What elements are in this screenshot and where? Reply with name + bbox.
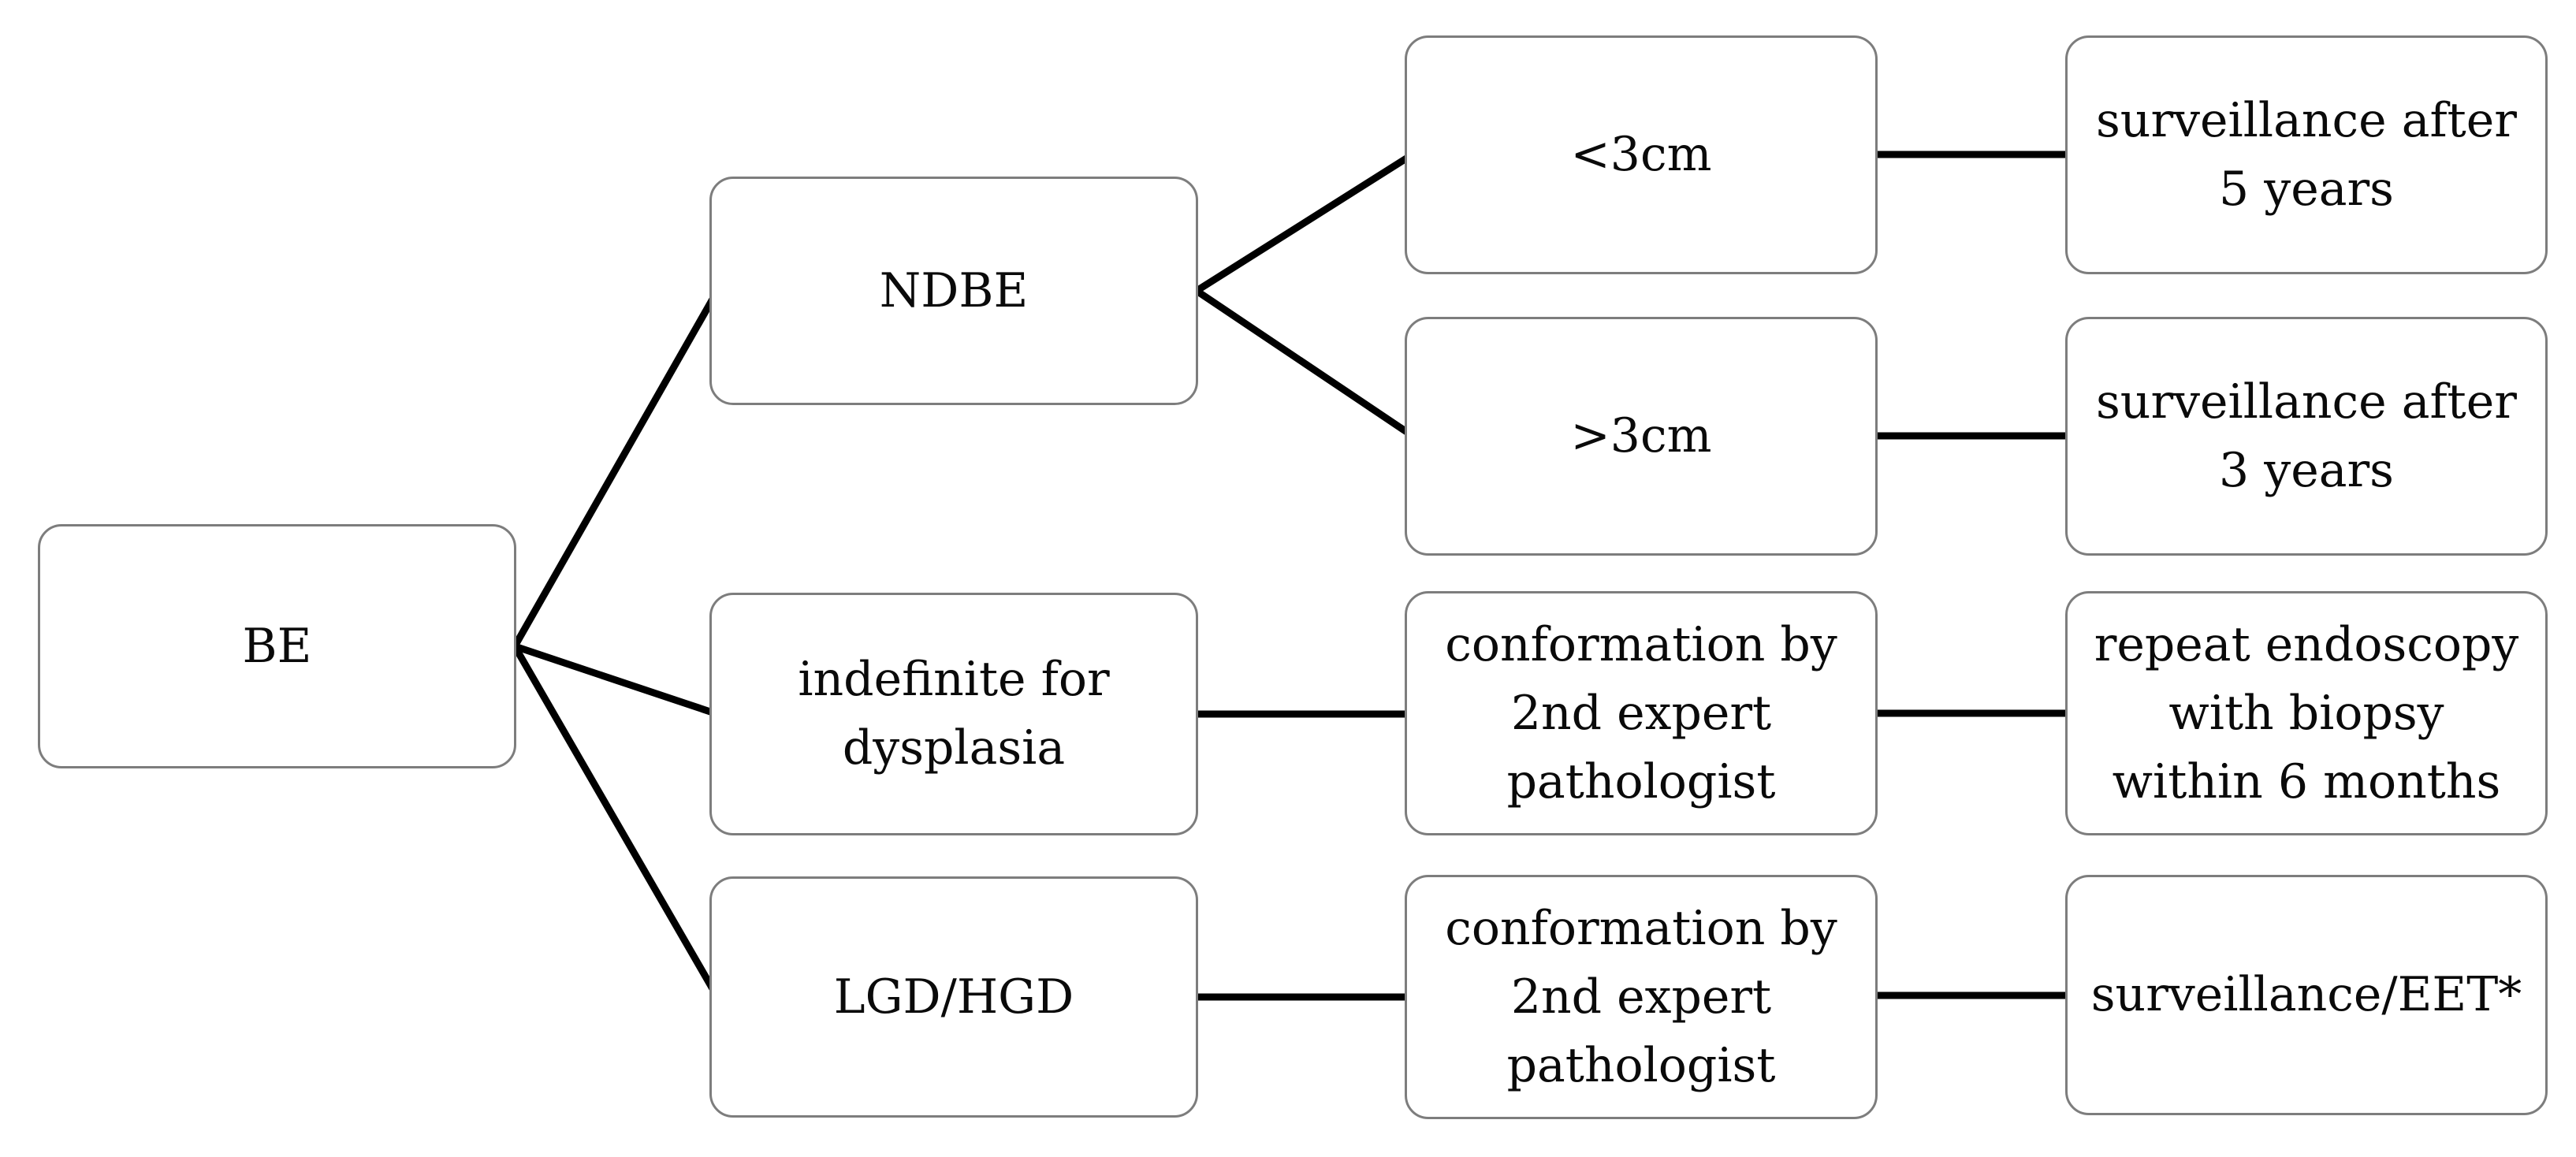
node-ndbe-label: NDBE bbox=[879, 262, 1029, 318]
node-less-than-3cm: <3cm bbox=[1405, 35, 1878, 274]
node-surveillance-after-3-years: surveillance after 3 years bbox=[2065, 317, 2548, 556]
node-greater-than-3cm: >3cm bbox=[1405, 317, 1878, 556]
node-less-than-3cm-label: <3cm bbox=[1570, 127, 1712, 182]
node-greater-than-3cm-label: >3cm bbox=[1570, 408, 1712, 463]
connector-be-indefinite bbox=[513, 642, 719, 718]
node-surveillance-after-5-years: surveillance after 5 years bbox=[2065, 35, 2548, 274]
node-surveillance-eet-label: surveillance/EET* bbox=[2090, 967, 2522, 1022]
connector-ndbe-lt3cm bbox=[1194, 151, 1415, 294]
node-indefinite-label: indefinite for dysplasia bbox=[798, 652, 1110, 776]
node-repeat-endoscopy: repeat endoscopy with biopsy within 6 mo… bbox=[2065, 591, 2548, 835]
node-ndbe: NDBE bbox=[709, 177, 1198, 405]
connector-be-ndbe bbox=[512, 288, 720, 649]
node-surveillance-3-years-label: surveillance after 3 years bbox=[2096, 374, 2517, 498]
node-repeat-endoscopy-label: repeat endoscopy with biopsy within 6 mo… bbox=[2094, 616, 2519, 809]
node-lgd-hgd: LGD/HGD bbox=[709, 876, 1198, 1118]
node-lgd-hgd-label: LGD/HGD bbox=[833, 969, 1074, 1025]
node-conformation-lower-label: conformation by 2nd expert pathologist bbox=[1445, 900, 1837, 1093]
node-indefinite-for-dysplasia: indefinite for dysplasia bbox=[709, 593, 1198, 835]
node-conformation-upper-label: conformation by 2nd expert pathologist bbox=[1445, 616, 1837, 809]
node-conformation-2nd-expert-upper: conformation by 2nd expert pathologist bbox=[1405, 591, 1878, 835]
node-surveillance-eet: surveillance/EET* bbox=[2065, 875, 2548, 1115]
connector-ndbe-gt3cm bbox=[1194, 288, 1415, 439]
connector-be-lgdhgd bbox=[512, 644, 720, 999]
node-be: BE bbox=[38, 524, 516, 768]
node-surveillance-5-years-label: surveillance after 5 years bbox=[2096, 92, 2517, 217]
node-conformation-2nd-expert-lower: conformation by 2nd expert pathologist bbox=[1405, 875, 1878, 1119]
node-be-label: BE bbox=[242, 618, 312, 674]
